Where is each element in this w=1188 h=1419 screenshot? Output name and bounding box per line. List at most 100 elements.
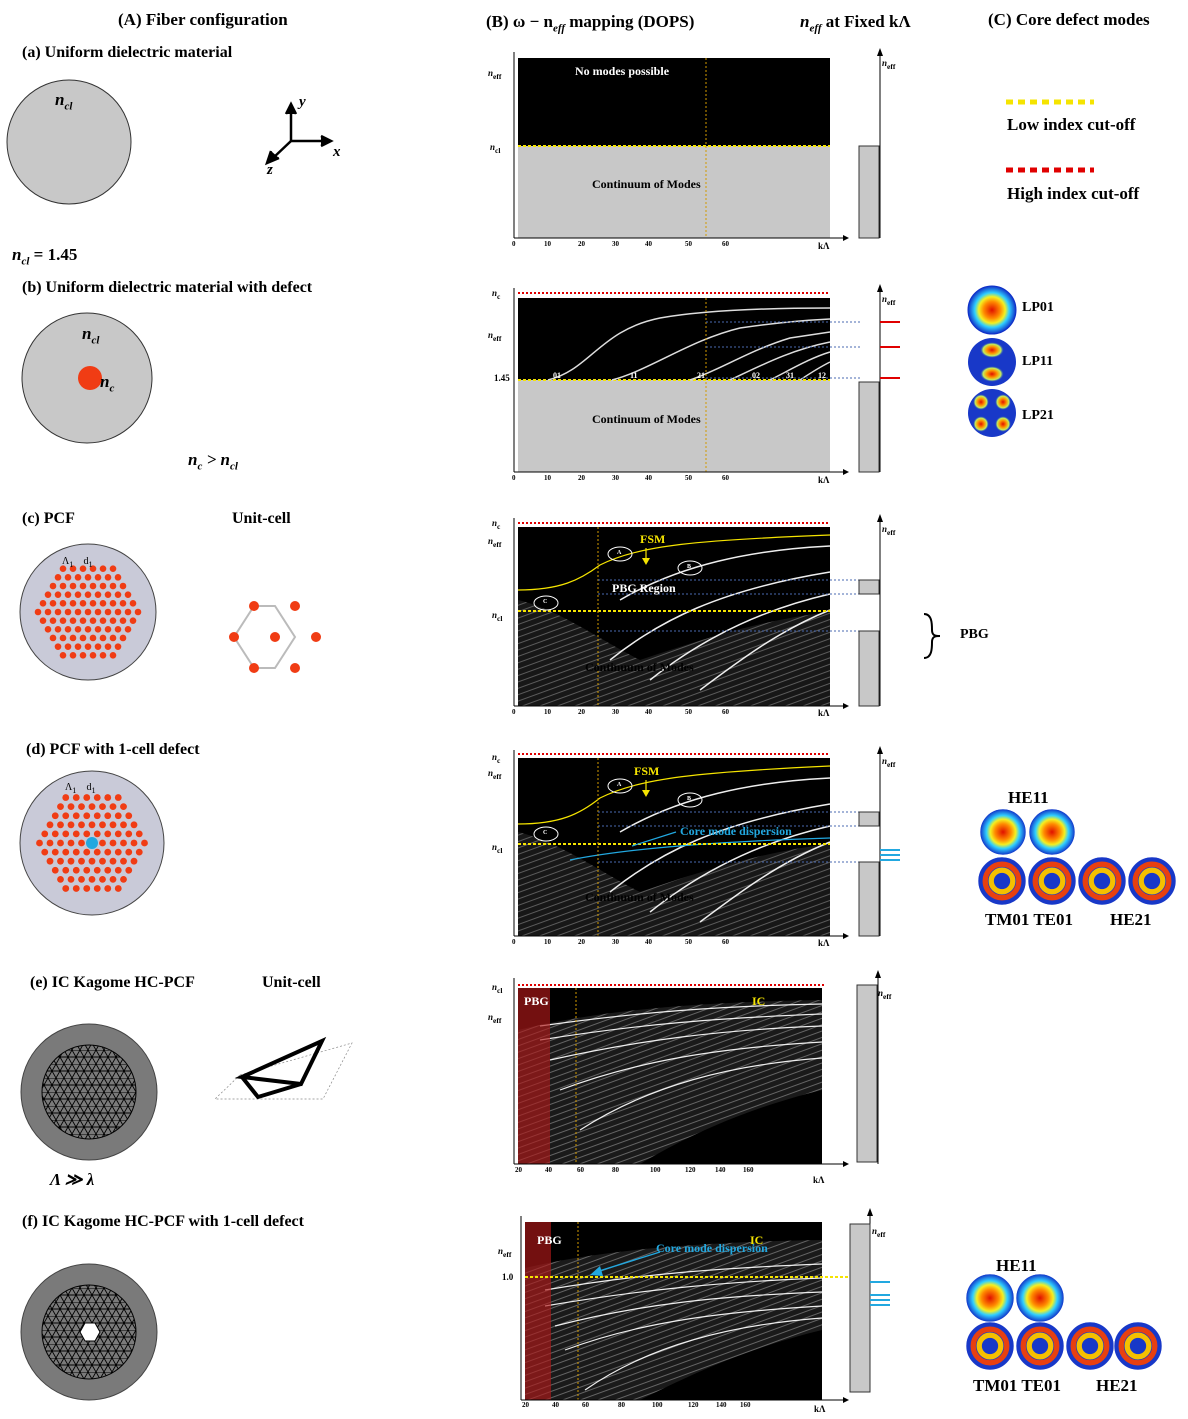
- air-hole: [54, 626, 62, 633]
- plot-d-tick: 60: [722, 938, 729, 946]
- air-hole: [84, 626, 92, 633]
- he11-mode-profile: [1015, 1273, 1065, 1323]
- air-hole: [69, 600, 77, 607]
- header-mapping: (B) ω − neff mapping (DOPS): [486, 12, 695, 35]
- air-hole: [114, 643, 122, 650]
- air-hole: [120, 839, 127, 847]
- air-hole: [109, 565, 117, 572]
- air-hole: [84, 608, 92, 616]
- plot-d-nc: nc: [492, 752, 501, 765]
- air-hole: [89, 600, 97, 607]
- plot-d-tick: 20: [578, 938, 585, 946]
- air-hole: [130, 821, 138, 829]
- air-hole: [69, 565, 77, 572]
- nc-label-b: nc: [100, 372, 115, 395]
- air-hole: [78, 875, 85, 883]
- air-hole: [124, 591, 132, 598]
- lp-branch-label: 31: [786, 371, 794, 380]
- air-hole: [99, 617, 107, 624]
- fsm-label-d: FSM: [634, 764, 660, 778]
- air-hole: [89, 652, 97, 659]
- air-hole: [51, 830, 59, 838]
- plot-c-tick: 60: [722, 708, 729, 716]
- air-hole: [46, 821, 54, 829]
- bar-b-neff: neff: [882, 294, 896, 307]
- air-hole: [129, 600, 137, 607]
- air-hole: [62, 812, 70, 820]
- air-hole: [114, 812, 122, 820]
- plot-b-tick: 0: [512, 474, 516, 482]
- plot-a-tick: 0: [512, 240, 516, 248]
- air-hole: [72, 830, 80, 838]
- ncl-label-b: ncl: [82, 324, 100, 347]
- bar-f-neff: neff: [872, 1226, 886, 1239]
- air-hole: [84, 643, 92, 650]
- air-hole: [135, 848, 143, 856]
- air-hole: [94, 574, 102, 581]
- plot-f-tick: 140: [716, 1401, 727, 1409]
- plot-e-tick: 140: [715, 1166, 726, 1174]
- air-hole: [72, 794, 80, 801]
- air-hole: [78, 857, 85, 865]
- plot-c-tick: 30: [612, 708, 619, 716]
- air-hole: [69, 582, 77, 590]
- air-hole: [79, 617, 87, 624]
- plot-b: [513, 284, 900, 475]
- plot-d-neff: neff: [488, 768, 502, 781]
- plot-b-tick: 40: [645, 474, 652, 482]
- air-hole: [74, 626, 82, 633]
- axis-z-label: z: [267, 162, 273, 178]
- air-hole: [104, 574, 112, 581]
- scale-relation: Λ ≫ λ: [50, 1170, 95, 1189]
- air-hole: [62, 794, 70, 801]
- lp-branch-label: 02: [752, 371, 760, 380]
- air-hole: [130, 857, 138, 865]
- air-hole: [84, 591, 92, 598]
- plot-d-tick: 10: [544, 938, 551, 946]
- air-hole: [84, 574, 92, 581]
- air-hole: [62, 830, 70, 838]
- plot-e-tick: 40: [545, 1166, 552, 1174]
- air-hole: [141, 839, 148, 847]
- air-hole: [119, 582, 127, 590]
- mode-he21-f: HE21: [1096, 1376, 1138, 1395]
- plot-e-klam: kΛ: [813, 1175, 825, 1185]
- plot-c-tick: 20: [578, 708, 585, 716]
- air-hole: [39, 617, 47, 624]
- continuum-text-d: Continuum of Modes: [585, 890, 694, 904]
- air-hole: [99, 582, 107, 590]
- row-c-unit-label: Unit-cell: [232, 510, 291, 527]
- air-hole: [119, 634, 127, 642]
- air-hole: [69, 634, 77, 642]
- mode-tm-te-f: TM01 TE01: [973, 1376, 1062, 1395]
- air-hole: [99, 875, 106, 883]
- kagome-unit-cell: [214, 1036, 353, 1100]
- axis-x-label: x: [333, 144, 341, 160]
- lp-branch-label: 21: [697, 371, 705, 380]
- air-hole: [114, 794, 122, 801]
- lp-branch-label: 11: [630, 371, 638, 380]
- air-hole: [89, 617, 97, 624]
- air-hole: [54, 591, 62, 598]
- air-hole: [109, 634, 117, 642]
- core-defect: [78, 366, 102, 390]
- air-hole: [120, 857, 127, 865]
- air-hole: [78, 803, 85, 811]
- ic-label-f: IC: [750, 1233, 764, 1247]
- air-hole: [125, 866, 133, 874]
- air-hole: [124, 608, 132, 616]
- air-hole: [93, 848, 101, 856]
- core-mode-dispersion-d: Core mode dispersion: [680, 824, 792, 838]
- pbg-region-label: PBG Region: [612, 581, 676, 595]
- plot-e-neff: neff: [488, 1012, 502, 1025]
- plot-e-tick: 80: [612, 1166, 619, 1174]
- air-hole: [67, 803, 75, 811]
- air-hole: [104, 626, 112, 633]
- air-hole: [62, 885, 70, 892]
- mode-lp21: LP21: [1022, 408, 1054, 423]
- ic-label-e: IC: [752, 994, 766, 1008]
- air-hole: [104, 591, 112, 598]
- mode-he21-d: HE21: [1110, 910, 1152, 929]
- air-hole: [72, 848, 80, 856]
- air-hole: [51, 812, 59, 820]
